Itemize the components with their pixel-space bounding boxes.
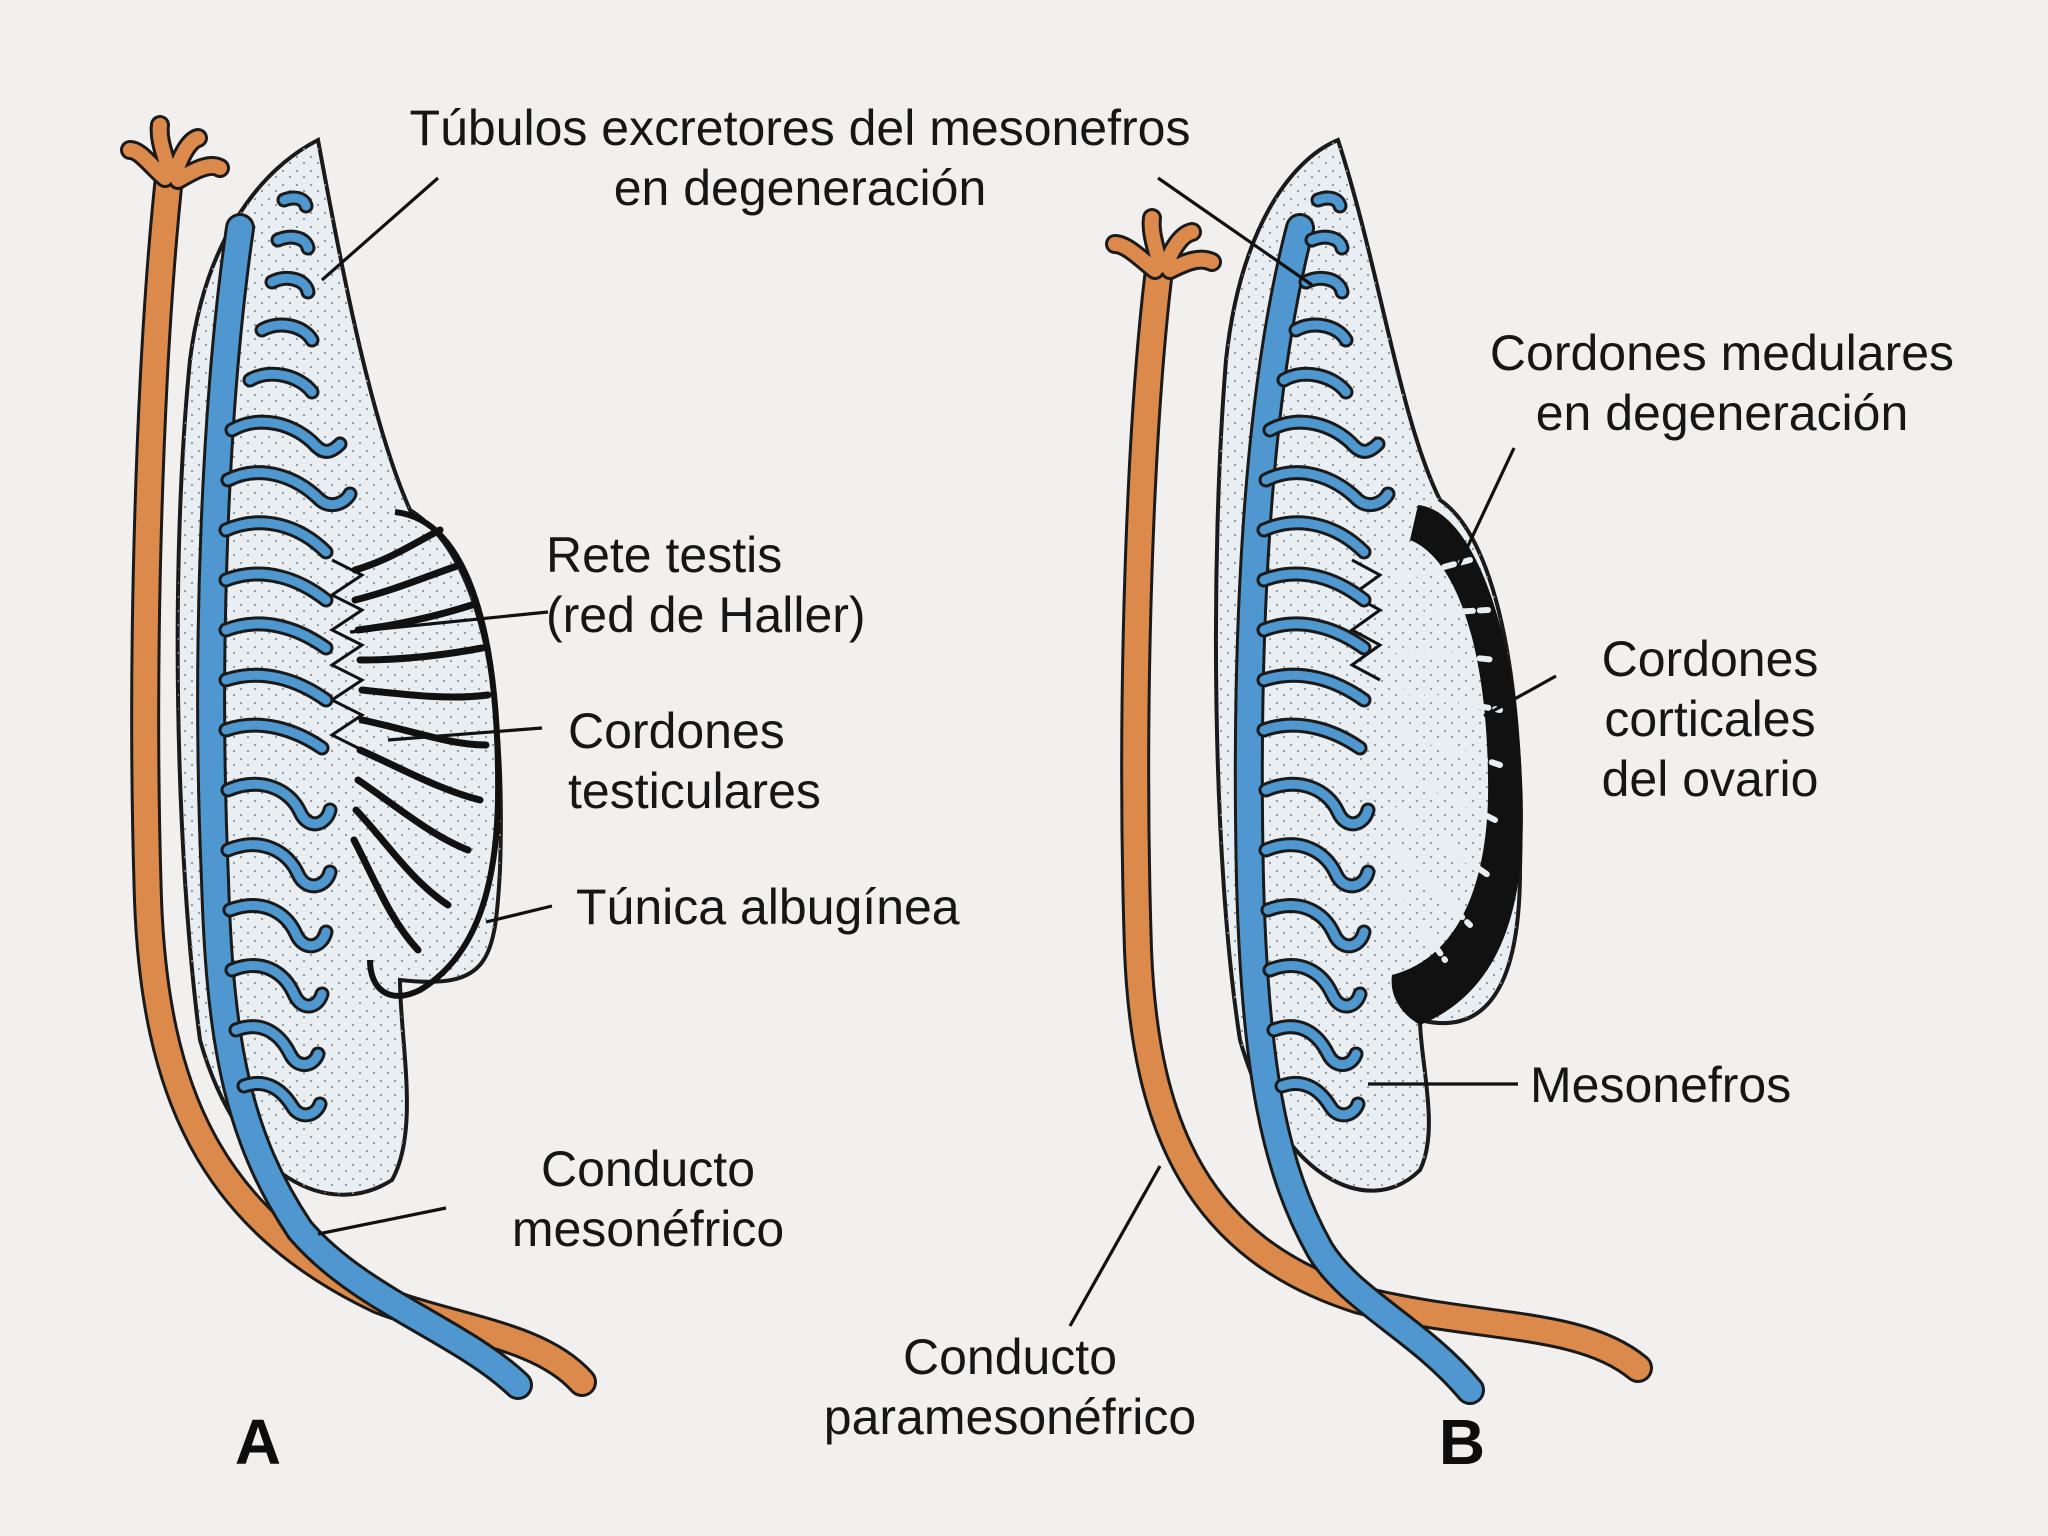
label-mesonefros: Mesonefros — [1530, 1057, 1791, 1113]
fimbriae-b — [1105, 208, 1222, 280]
leader-tubulos-b — [1157, 176, 1313, 287]
label-paramesonefrico-line2: paramesonéfrico — [824, 1389, 1196, 1445]
label-medulares-line1: Cordones medulares — [1490, 325, 1954, 381]
leader-tubulos-a — [320, 176, 440, 282]
label-paramesonefrico-line1: Conducto — [903, 1329, 1117, 1385]
leader-lines — [317, 176, 1557, 1327]
panel-b-figure — [1105, 137, 1653, 1405]
testicular-cords — [350, 526, 492, 954]
label-rete-line1: Rete testis — [546, 527, 782, 583]
labels: Túbulos excretores del mesonefros en deg… — [235, 100, 1954, 1478]
label-cordones-testiculares-line2: testiculares — [568, 763, 821, 819]
leader-tunica — [485, 904, 553, 924]
label-rete-line2: (red de Haller) — [546, 587, 866, 643]
label-conducto-mesonefrico-line1: Conducto — [541, 1141, 755, 1197]
fimbriae-a — [120, 115, 230, 190]
label-tubulos-line1: Túbulos excretores del mesonefros — [410, 100, 1191, 156]
rete-ovarii — [1349, 558, 1383, 682]
label-corticales-line1: Cordones — [1602, 631, 1819, 687]
mesonephric-tubules-a — [218, 190, 358, 1123]
label-medulares-line2: en degeneración — [1536, 385, 1909, 441]
panel-label-a: A — [235, 1406, 281, 1478]
panel-a-figure — [120, 115, 597, 1400]
mesonephric-tubules-b — [1256, 190, 1396, 1123]
rete-testis — [329, 558, 365, 752]
leader-corticales — [1483, 674, 1557, 718]
label-tubulos-line2: en degeneración — [614, 160, 987, 216]
leader-cordones-testiculares — [387, 726, 543, 742]
label-conducto-mesonefrico-line2: mesonéfrico — [512, 1201, 784, 1257]
label-corticales-line2: corticales — [1604, 691, 1815, 747]
leader-paramesonefrico — [1068, 1165, 1162, 1327]
panel-label-b: B — [1439, 1406, 1485, 1478]
ovary-cortex — [1391, 505, 1523, 1025]
label-corticales-line3: del ovario — [1602, 751, 1819, 807]
label-tunica-albuginea: Túnica albugínea — [576, 879, 960, 935]
label-cordones-testiculares-line1: Cordones — [568, 703, 785, 759]
leader-conducto-mesonefrico — [317, 1206, 447, 1236]
ovary-cortical-cords — [1392, 557, 1503, 963]
leader-medulares — [1450, 447, 1516, 581]
leader-rete-testis — [349, 610, 549, 634]
